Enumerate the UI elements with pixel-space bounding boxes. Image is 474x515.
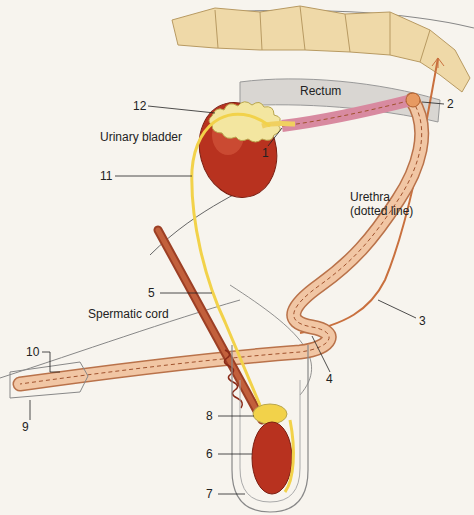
part-label: 4 xyxy=(326,372,333,386)
part-label: 6 xyxy=(206,447,213,461)
part-label: Urinary bladder xyxy=(100,130,182,144)
part-label: 9 xyxy=(22,420,29,434)
part-label: 8 xyxy=(206,409,213,423)
part-label: Rectum xyxy=(300,84,341,98)
part-label: 12 xyxy=(133,99,146,113)
part-label: 10 xyxy=(26,345,39,359)
part-label: 7 xyxy=(206,487,213,501)
part-label: 3 xyxy=(419,314,426,328)
part-label: 5 xyxy=(148,286,155,300)
part-label: Spermatic cord xyxy=(88,307,169,321)
part-label: 2 xyxy=(447,97,454,111)
part-label: 1 xyxy=(262,146,269,160)
part-label: 11 xyxy=(100,169,112,183)
part-label: Urethra (dotted line) xyxy=(350,190,430,218)
